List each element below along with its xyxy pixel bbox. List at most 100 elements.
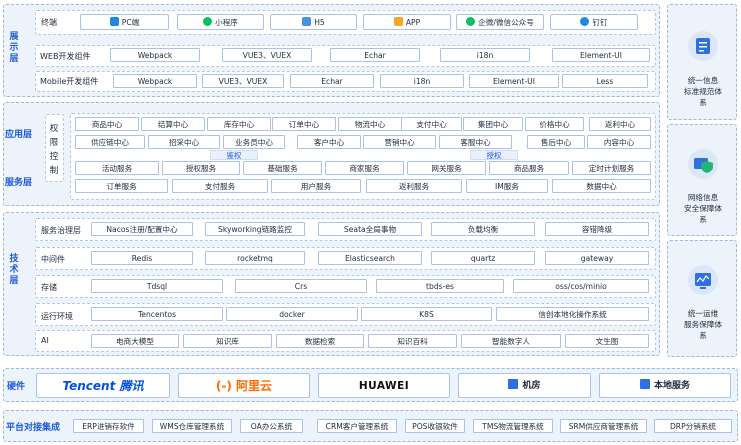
web-item: Webpack: [110, 48, 200, 62]
integration-item: ERP进销存软件: [73, 419, 144, 433]
app-center-item: 客服中心: [439, 135, 512, 149]
tech-item: 数据检索: [276, 334, 364, 348]
tencent-logo: Tencent 腾讯: [36, 373, 170, 398]
app-center-item: 支付中心: [401, 117, 462, 131]
app-center-item: 营销中心: [363, 135, 436, 149]
tech-item: 容错降级: [545, 222, 649, 236]
ops-icon: [688, 265, 718, 295]
data-center-item: 机房: [458, 373, 591, 398]
ops-line2: 服务保障体: [684, 320, 722, 329]
web-item: i18n: [440, 48, 530, 62]
tech-item: 知识百科: [368, 334, 457, 348]
terminal-miniprogram[interactable]: 小程序: [177, 14, 264, 30]
service-item: 商家服务: [325, 161, 404, 175]
app-center-item: 业务员中心: [223, 135, 285, 149]
app-center-item: 集团中心: [463, 117, 523, 131]
app-center-item: 结算中心: [141, 117, 205, 131]
server-icon: [508, 379, 519, 389]
app-center-item: 售后中心: [527, 135, 585, 149]
security-icon: [688, 149, 718, 179]
authorization-tag: 授权: [470, 150, 518, 160]
h5-icon: [302, 17, 312, 26]
tech-row-label: 服务治理层: [41, 226, 81, 235]
pc-icon: [109, 17, 119, 26]
standards-line1: 统一信息: [687, 76, 719, 85]
app-center-item: 招采中心: [148, 135, 220, 149]
integration-item: OA办公系统: [240, 419, 303, 433]
tech-item: Seata全局事物: [318, 222, 422, 236]
standards-line2: 标准规范体: [684, 87, 722, 96]
service-item: 定时计划服务: [572, 161, 651, 175]
terminal-pc[interactable]: PC端: [80, 14, 169, 30]
application-title: 应用层: [5, 130, 33, 140]
standards-icon: [688, 31, 718, 61]
tech-item: Tdsql: [91, 279, 223, 293]
mobile-item: i18n: [380, 74, 464, 88]
app-center-item: 返利中心: [589, 117, 651, 131]
integration-item: WMS仓库管理系统: [152, 419, 232, 433]
service-item: 返利服务: [366, 179, 462, 193]
terminal-app[interactable]: APP: [363, 14, 451, 30]
service-item: 用户服务: [271, 179, 361, 193]
security-line3: 系: [699, 215, 707, 224]
tech-item: gateway: [545, 251, 649, 265]
service-item: 支付服务: [172, 179, 268, 193]
service-item: 网关服务: [407, 161, 486, 175]
tech-row-label: AI: [41, 336, 49, 345]
presentation-layer-title: 展示层: [9, 32, 19, 64]
terminal-wechat[interactable]: 企微/微信公众号: [456, 14, 544, 30]
service-item: 基础服务: [243, 161, 322, 175]
tech-item: Skyworking链路监控: [205, 222, 305, 236]
standards-system-panel: 统一信息 标准规范体 系: [667, 4, 737, 120]
tech-row-label: 中间件: [41, 255, 65, 264]
mobile-item: VUE3、VUEX: [202, 74, 284, 88]
integration-title: 平台对接集成: [6, 423, 61, 433]
dingtalk-icon: [580, 17, 590, 26]
ops-system-panel: 统一运维 服务保障体 系: [667, 240, 737, 357]
app-center-item: 供应链中心: [75, 135, 145, 149]
tech-row-label: 运行环境: [41, 312, 73, 321]
integration-item: SRM供应商管理系统: [560, 419, 647, 433]
terminal-dingtalk[interactable]: 钉钉: [550, 14, 638, 30]
aliyun-logo: (-) 阿里云: [178, 373, 310, 398]
app-center-item: 价格中心: [525, 117, 584, 131]
service-item: 活动服务: [75, 161, 159, 175]
tech-item: docker: [226, 307, 358, 321]
service-item: 数据中心: [552, 179, 651, 193]
mobile-item: Webpack: [113, 74, 197, 88]
ops-line3: 系: [699, 331, 707, 340]
integration-item: DRP分销系统: [654, 419, 732, 433]
tech-item: K8S: [361, 307, 492, 321]
service-item: 订单服务: [75, 179, 168, 193]
tech-item: quartz: [431, 251, 535, 265]
app-center-item: 内容中心: [587, 135, 651, 149]
app-center-item: 订单中心: [272, 117, 336, 131]
standards-line3: 系: [699, 98, 707, 107]
tech-item: Tencentos: [91, 307, 223, 321]
app-center-item: 客户中心: [297, 135, 361, 149]
web-item: Element-UI: [552, 48, 650, 62]
tech-item: 智能数字人: [461, 334, 561, 348]
mobile-item: Element-UI: [469, 74, 559, 88]
tech-item: rocketmq: [205, 251, 305, 265]
app-center-item: 库存中心: [207, 117, 271, 131]
security-line2: 安全保障体: [684, 204, 722, 213]
security-system-panel: 网络信息 安全保障体 系: [667, 124, 737, 236]
app-center-item: 商品中心: [75, 117, 139, 131]
integration-item: TMS物流管理系统: [473, 419, 553, 433]
mobile-item: Less: [562, 74, 648, 88]
terminal-label: 终端: [41, 18, 57, 27]
tech-layer-title: 技术层: [9, 254, 19, 286]
web-item: VUE3、VUEX: [222, 48, 312, 62]
tech-item: Crs: [235, 279, 367, 293]
tech-item: 电商大模型: [91, 334, 179, 348]
service-item: 授权服务: [162, 161, 240, 175]
service-item: IM服务: [466, 179, 548, 193]
integration-item: POS收银软件: [405, 419, 465, 433]
tech-item: oss/cos/minio: [513, 279, 649, 293]
terminal-h5[interactable]: H5: [270, 14, 357, 30]
mobile-item: Echar: [290, 74, 374, 88]
tech-item: Nacos注册/配置中心: [91, 222, 193, 236]
web-item: Echar: [330, 48, 420, 62]
authentication-tag: 鉴权: [210, 150, 258, 160]
